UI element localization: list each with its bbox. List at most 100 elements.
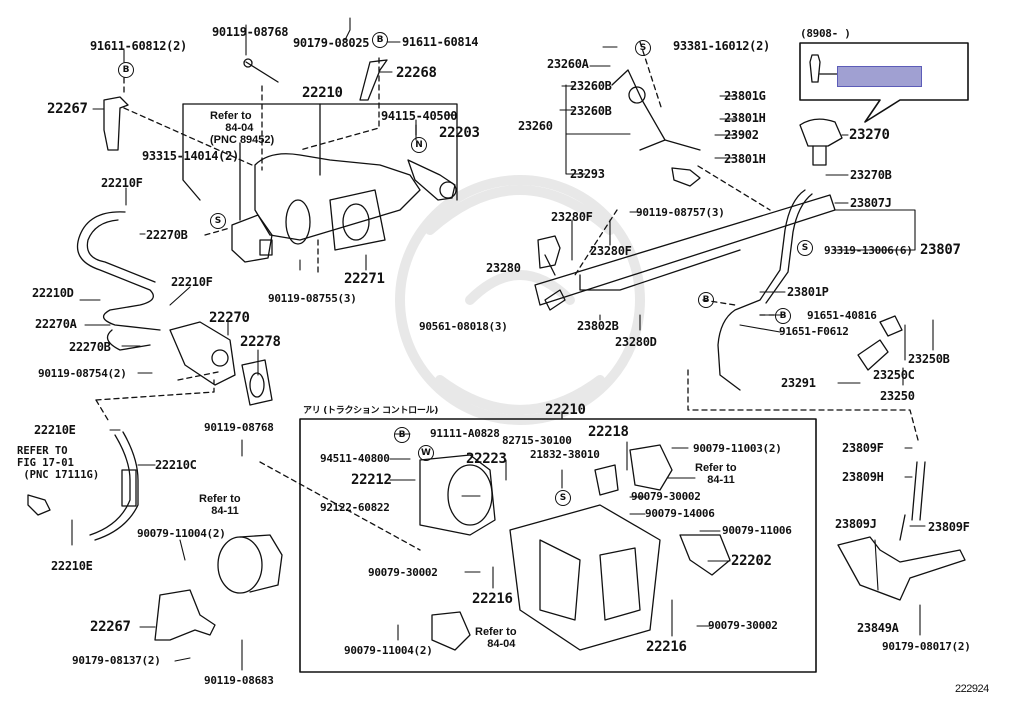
part-label[interactable]: 22270A [35,317,77,331]
part-label[interactable]: 90119-08757(3) [636,206,725,219]
part-label[interactable]: 90119-08768 [212,25,289,39]
part-label[interactable]: 91611-60814 [402,35,479,49]
part-label[interactable]: 22210E [51,559,93,573]
part-label[interactable]: 22216 [472,591,513,607]
part-label[interactable]: 23270B [850,168,892,182]
part-label[interactable]: 23809H [842,470,884,484]
part-label[interactable]: 23250 [880,389,915,403]
part-label[interactable]: 90119-08768 [204,421,274,434]
part-label[interactable]: 22218 [588,424,629,440]
part-label[interactable]: 22267 [47,101,88,117]
part-label[interactable]: 90119-08754(2) [38,367,127,380]
part-label[interactable]: 23809F [928,520,970,534]
part-label[interactable]: 22210D [32,286,74,300]
part-label[interactable]: 90179-08017(2) [882,640,971,653]
part-label[interactable]: 90079-14006 [645,507,715,520]
part-label[interactable]: 22203 [439,125,480,141]
part-label[interactable]: 22210 [302,85,343,101]
part-label[interactable]: 22202 [731,553,772,569]
part-label[interactable]: 23801G [724,89,766,103]
part-label[interactable]: 22210 [545,402,586,418]
watermark-logo [395,175,645,425]
part-label[interactable]: 22278 [240,334,281,350]
part-label[interactable]: 23260B [570,79,612,93]
refer-note-84-04-pnc[interactable]: Refer to 84-04 (PNC 89452) [210,110,275,146]
part-label[interactable]: 23280 [486,261,521,275]
part-label[interactable]: 23902 [724,128,759,142]
part-label[interactable]: 23280F [551,210,593,224]
refer-note-fig-17-01[interactable]: REFER TO FIG 17-01 (PNC 17111G) [17,445,100,481]
part-label[interactable]: 22270B [69,340,111,354]
part-label[interactable]: 23291 [781,376,816,390]
part-label[interactable]: 90119-08683 [204,674,274,687]
part-label[interactable]: 22223 [466,451,507,467]
part-label[interactable]: 22210F [101,176,143,190]
part-label[interactable]: 23801H [724,111,766,125]
part-label[interactable]: 23293 [570,167,605,181]
part-label[interactable]: 23801H [724,152,766,166]
diagram-id: 222924 [955,683,989,695]
part-label[interactable]: 23807 [920,242,961,258]
symbol-s-badge: S [210,213,226,229]
part-label[interactable]: 22270B [146,228,188,242]
date-range-label: (8908- ) [800,27,851,40]
refer-note-84-11-right[interactable]: Refer to 84-11 [695,462,737,486]
part-label[interactable]: 90179-08025 [293,36,370,50]
part-label[interactable]: 22270 [209,310,250,326]
injector-23250 [857,315,903,371]
part-label[interactable]: 91651-F0612 [779,325,849,338]
part-label[interactable]: 90119-08755(3) [268,292,357,305]
part-label[interactable]: 23270 [849,127,890,143]
part-label[interactable]: 23807J [850,196,892,210]
part-label[interactable]: 22271 [344,271,385,287]
part-label[interactable]: 22210E [34,423,76,437]
part-label[interactable]: 90079-30002 [708,619,778,632]
part-label[interactable]: 22216 [646,639,687,655]
part-label[interactable]: 22212 [351,472,392,488]
part-label[interactable]: 21832-38010 [530,448,600,461]
part-label[interactable]: 22210C [155,458,197,472]
part-label[interactable]: 91111-A0828 [430,427,500,440]
part-label[interactable]: 22268 [396,65,437,81]
pressure-regulator-23280 [537,235,561,276]
part-label[interactable]: 90561-08018(3) [419,320,508,333]
symbol-s-badge: S [635,40,651,56]
part-label[interactable]: 22267 [90,619,131,635]
part-label[interactable]: 94511-40800 [320,452,390,465]
hose-23809H [911,461,926,521]
refer-note-84-11-left[interactable]: Refer to 84-11 [199,493,241,517]
part-label[interactable]: 22210F [171,275,213,289]
part-label[interactable]: 90079-11006 [722,524,792,537]
part-label[interactable]: 23849A [857,621,899,635]
part-label[interactable]: 90079-11004(2) [137,527,226,540]
part-label[interactable]: 93315-14014(2) [142,149,239,163]
part-label[interactable]: 23801P [787,285,829,299]
part-label[interactable]: 23250B [908,352,950,366]
part-label[interactable]: 23809F [842,441,884,455]
part-label[interactable]: 92122-60822 [320,501,390,514]
part-label[interactable]: 23250C [873,368,915,382]
part-label[interactable]: 23260 [518,119,553,133]
traction-control-header: アリ (トラクション コントロール) [303,406,439,416]
part-label[interactable]: 91611-60812(2) [90,39,187,53]
part-label[interactable]: 90079-30002 [631,490,701,503]
part-label[interactable]: 94115-40500 [381,109,458,123]
part-label[interactable]: 82715-30100 [502,434,572,447]
part-label[interactable]: 23260B [570,104,612,118]
part-label[interactable]: 93319-13006(6) [824,244,913,257]
part-label[interactable]: 90079-11004(2) [344,644,433,657]
part-label[interactable]: 23280F [590,244,632,258]
part-label[interactable]: 90079-11003(2) [693,442,782,455]
part-label[interactable]: 90079-30002 [368,566,438,579]
part-label[interactable]: 23809J [835,517,877,531]
refer-note-84-04-bottom[interactable]: Refer to 84-04 [475,626,517,650]
highlighted-part-placeholder[interactable] [837,66,922,87]
part-label[interactable]: 93381-16012(2) [673,39,770,53]
part-label[interactable]: 23260A [547,57,589,71]
part-label[interactable]: 91651-40816 [807,309,877,322]
cold-start-valve-23260 [611,69,701,187]
part-label[interactable]: 23280D [615,335,657,349]
part-label[interactable]: 23802B [577,319,619,333]
part-label[interactable]: 90179-08137(2) [72,654,161,667]
air-valve-22270 [169,321,273,406]
